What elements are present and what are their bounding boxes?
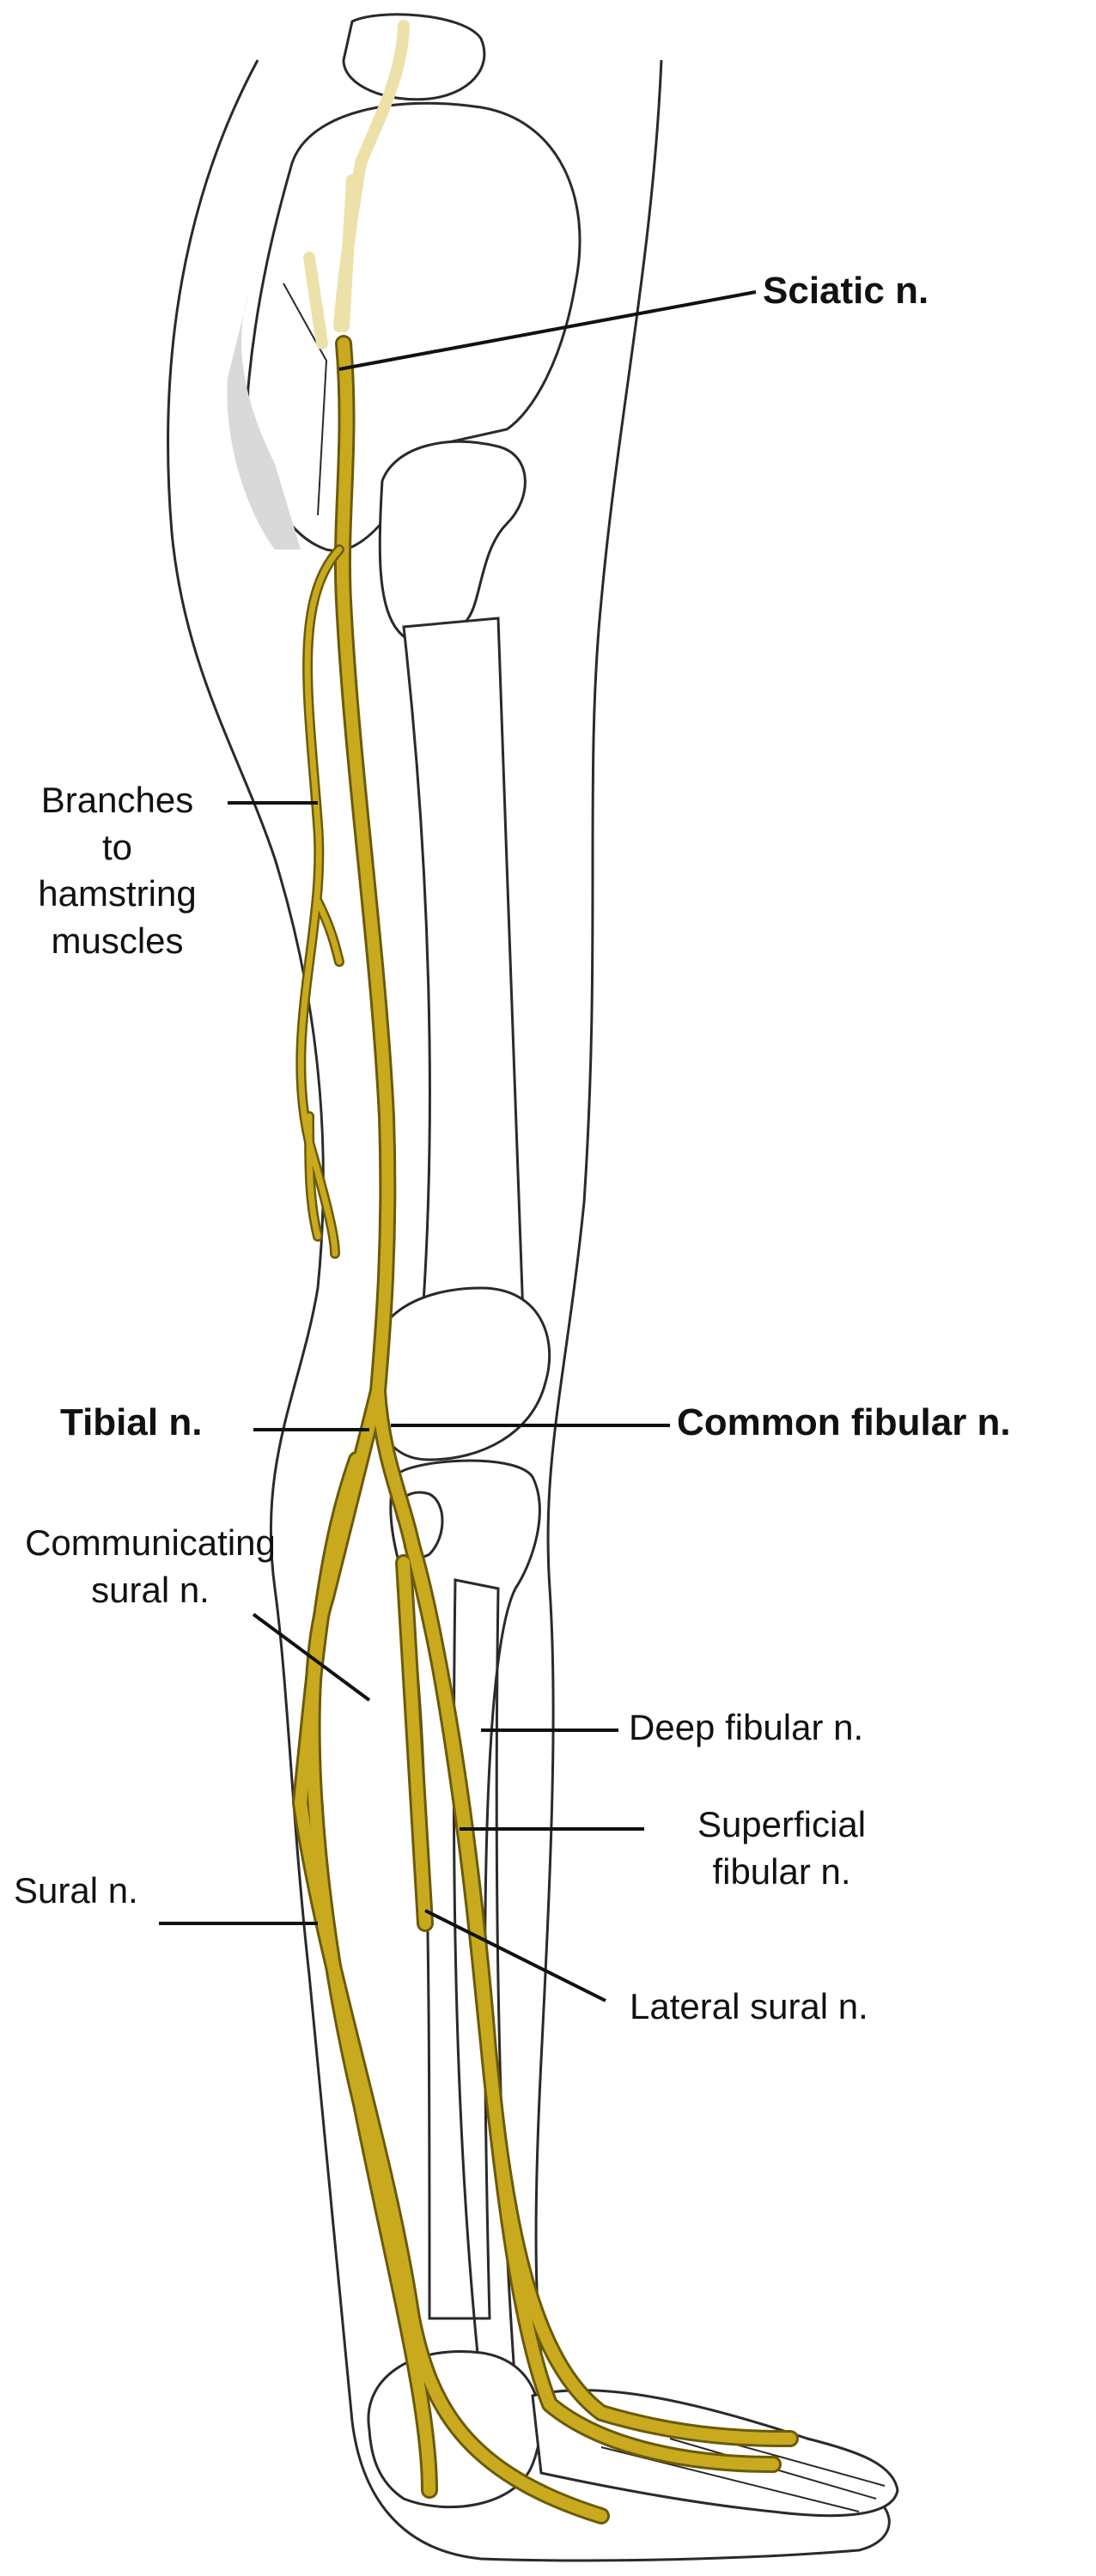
label-sciatic: Sciatic n. [763,270,929,312]
label-lateral-sural: Lateral sural n. [630,1986,868,2026]
leader-sciatic [338,290,757,371]
nerves [292,335,799,2524]
label-deep-fibular: Deep fibular n. [629,1707,864,1747]
femur-bone [374,440,551,1461]
leader-lateral-sural [424,1909,606,2002]
leader-communicating-sural [252,1613,371,1702]
label-superficial-fibular: Superficial fibular n. [697,1804,867,1892]
label-hamstring-branches: Branches to hamstring muscles [38,780,197,961]
label-sural: Sural n. [14,1870,138,1911]
label-common-fibular: Common fibular n. [677,1401,1011,1443]
foot-bones [367,2350,899,2518]
label-communicating-sural: Communicating sural n. [25,1522,276,1610]
pelvis-bone [227,13,581,552]
label-tibial: Tibial n. [60,1401,203,1443]
leader-lines [159,290,757,2002]
nerve-roots-faded [303,20,410,349]
